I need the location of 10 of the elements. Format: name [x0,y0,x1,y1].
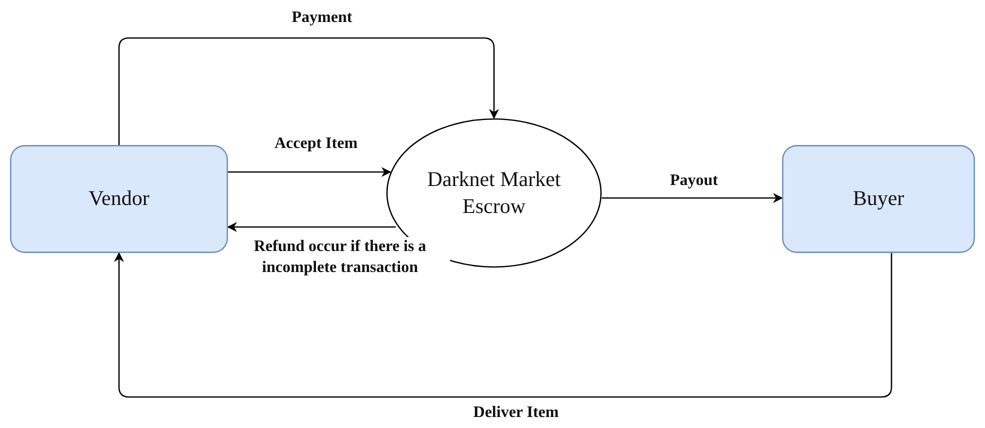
arrow [114,252,892,398]
entity-box [10,145,228,253]
node-label: Buyer [852,185,904,212]
entity-box [782,145,975,253]
arrow [228,167,392,177]
arrow [602,193,783,203]
node-label: Vendor [88,185,150,212]
node-label: Darknet Market Escrow [426,166,562,220]
arrow [118,37,499,145]
arrow [227,222,396,232]
